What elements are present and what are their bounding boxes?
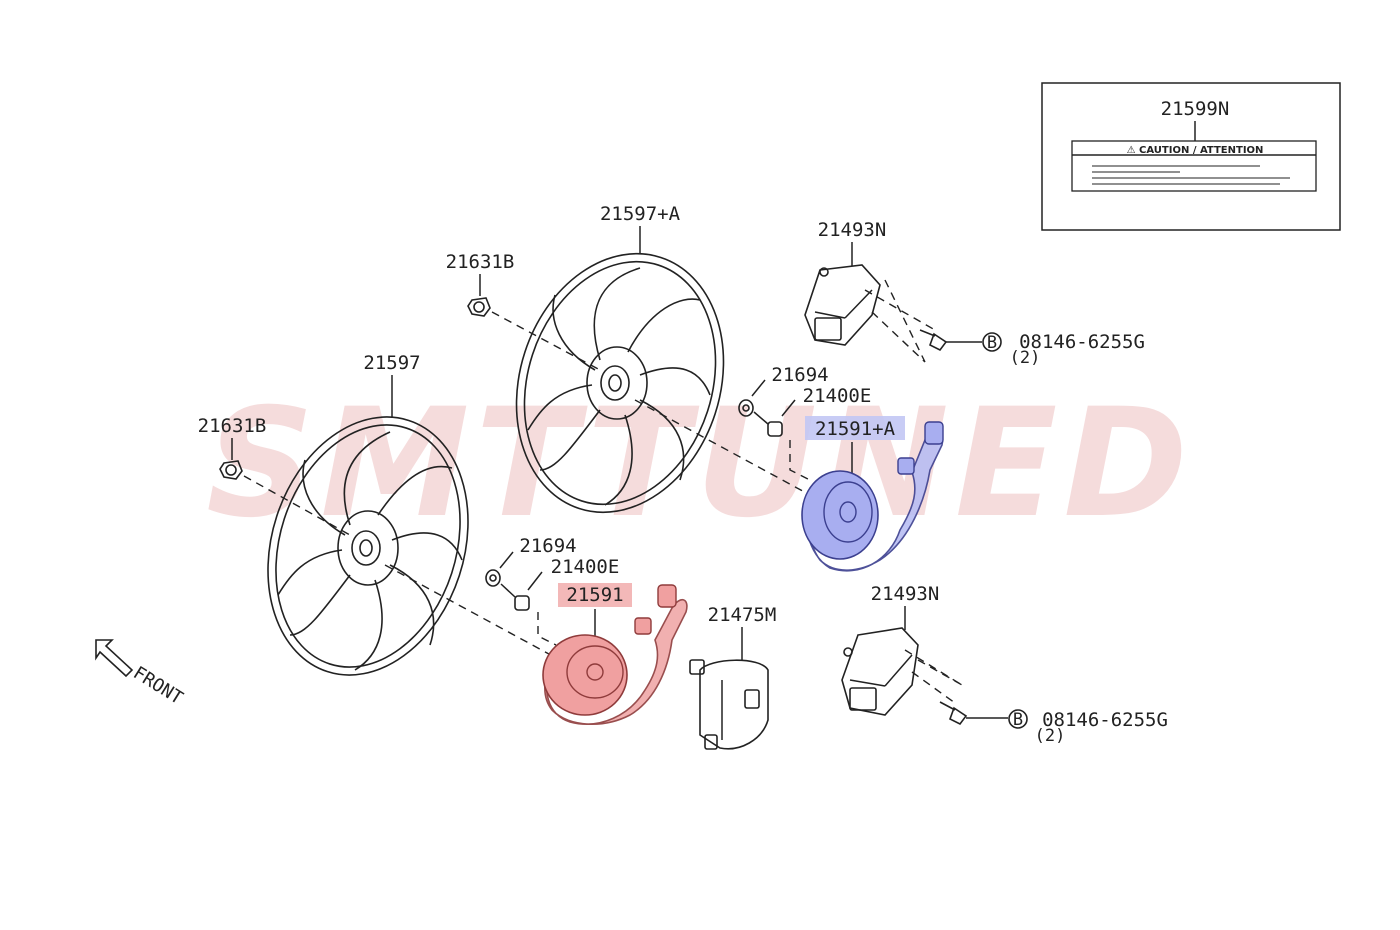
resistor-top (804, 264, 881, 346)
label-bushing-left: 21400E (551, 556, 620, 578)
caution-label-part-number: 21599N (1161, 98, 1230, 120)
label-bolt-top-qty: (2) (1010, 348, 1041, 368)
bolt-bottom-marker: B (1013, 710, 1023, 730)
watermark-text: SMTTUNED (206, 377, 1194, 551)
label-resistor-top: 21493N (818, 219, 887, 241)
bolt-top-marker: B (987, 333, 997, 353)
label-bracket: 21475M (708, 604, 777, 626)
label-motor-right: 21591+A (815, 418, 896, 440)
highlight-motor-left-label (558, 583, 632, 607)
label-washer-right: 21694 (771, 364, 828, 386)
label-resistor-bottom: 21493N (871, 583, 940, 605)
nut-right (467, 297, 491, 317)
highlight-motor-right-label (805, 416, 905, 440)
label-bolt-bottom-qty: (2) (1035, 726, 1066, 746)
bushing-right (753, 411, 783, 437)
bracket (689, 659, 769, 750)
label-nut-left: 21631B (198, 415, 267, 437)
washer-right (738, 399, 754, 417)
label-motor-left: 21591 (566, 584, 623, 606)
washer-left (485, 569, 501, 587)
fan-left (267, 416, 469, 676)
caution-label-box: 21599N ⚠ CAUTION / ATTENTION (1041, 82, 1341, 231)
motor-left[interactable] (542, 584, 688, 725)
label-nut-right: 21631B (446, 251, 515, 273)
label-fan-right: 21597+A (600, 203, 681, 225)
label-bolt-bottom: 08146-6255G (1042, 709, 1168, 731)
motor-right[interactable] (801, 421, 944, 572)
label-front: FRONT (129, 662, 186, 709)
resistor-bottom (841, 627, 919, 716)
front-arrow-icon (95, 639, 134, 678)
caution-label-text: ⚠ CAUTION / ATTENTION (1127, 145, 1264, 156)
label-bushing-right: 21400E (803, 385, 872, 407)
bolt-top (919, 329, 982, 352)
label-bolt-top: 08146-6255G (1019, 331, 1145, 353)
bolt-bottom (939, 701, 1008, 726)
bushing-left (500, 583, 530, 611)
nut-left (219, 460, 243, 480)
label-fan-left: 21597 (363, 352, 420, 374)
label-washer-left: 21694 (519, 535, 576, 557)
fan-right (515, 252, 725, 514)
